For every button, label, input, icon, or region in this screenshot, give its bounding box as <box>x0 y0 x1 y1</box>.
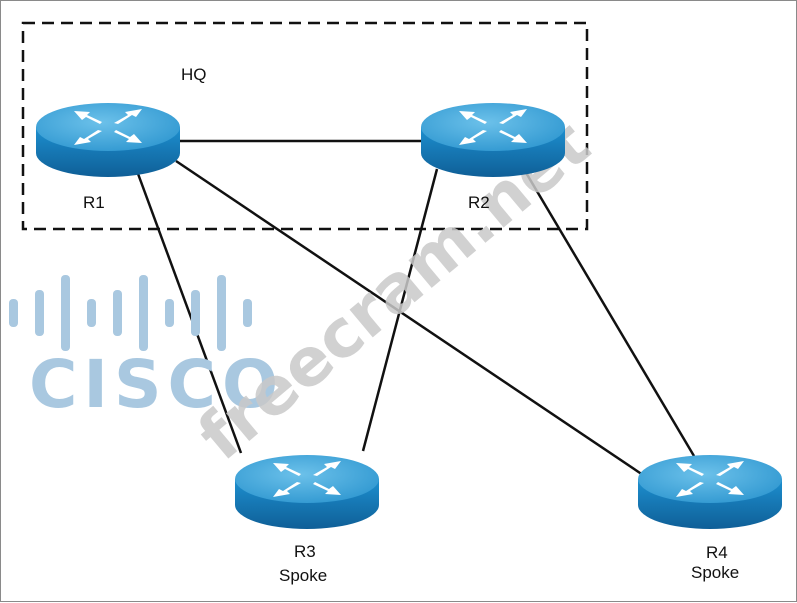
cisco-logo-watermark: CISCO <box>9 275 284 423</box>
cisco-logo-icon <box>9 275 252 351</box>
hq-label: HQ <box>181 65 207 84</box>
router-r2-icon <box>421 103 565 177</box>
link-r1-r3 <box>135 170 243 454</box>
cisco-logo-text: CISCO <box>29 346 284 423</box>
link-r2-r3 <box>361 168 439 452</box>
hq-group-boundary <box>21 21 589 231</box>
router-r2-label: R2 <box>468 193 490 212</box>
links <box>135 139 696 477</box>
router-r1-icon <box>36 103 180 177</box>
router-r4-icon <box>638 455 782 529</box>
router-r3-role: Spoke <box>279 566 327 585</box>
router-r3-label: R3 <box>294 542 316 561</box>
router-r1-label: R1 <box>83 193 105 212</box>
link-r1-r4 <box>175 159 644 477</box>
router-r4-label: R4 <box>706 543 728 562</box>
router-r3-icon <box>235 455 379 529</box>
router-r4-role: Spoke <box>691 563 739 582</box>
link-r2-r4 <box>523 170 696 457</box>
